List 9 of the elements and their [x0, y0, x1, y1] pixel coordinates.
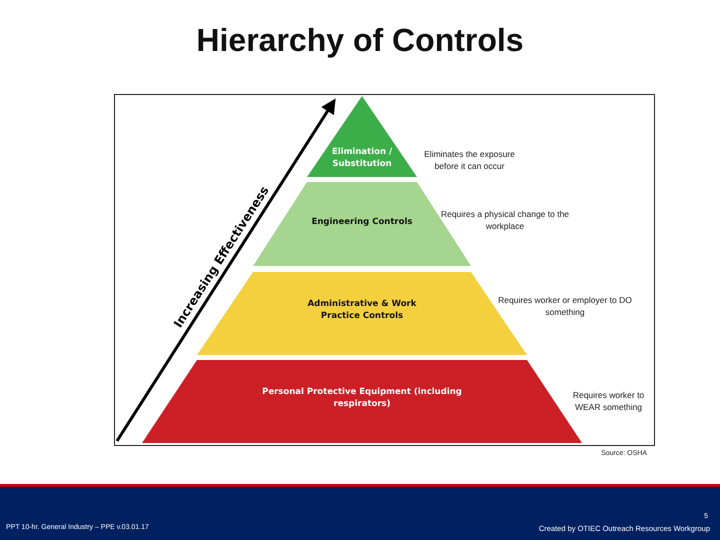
tier-label: Engineering Controls	[310, 216, 414, 228]
tier-description: Requires a physical change to the workplace	[440, 208, 570, 232]
tier-description: Eliminates the exposure before it can occur	[423, 148, 516, 172]
slide-title: Hierarchy of Controls	[195, 22, 525, 59]
tier-description: Requires worker to WEAR something	[572, 389, 646, 413]
tier-label: Administrative & Work Practice Controls	[306, 298, 418, 322]
tier-label: Personal Protective Equipment (including respirators)	[261, 386, 463, 410]
tier-label: Elimination / Substitution	[330, 146, 394, 170]
tier-description: Requires worker or employer to DO something	[497, 294, 633, 318]
